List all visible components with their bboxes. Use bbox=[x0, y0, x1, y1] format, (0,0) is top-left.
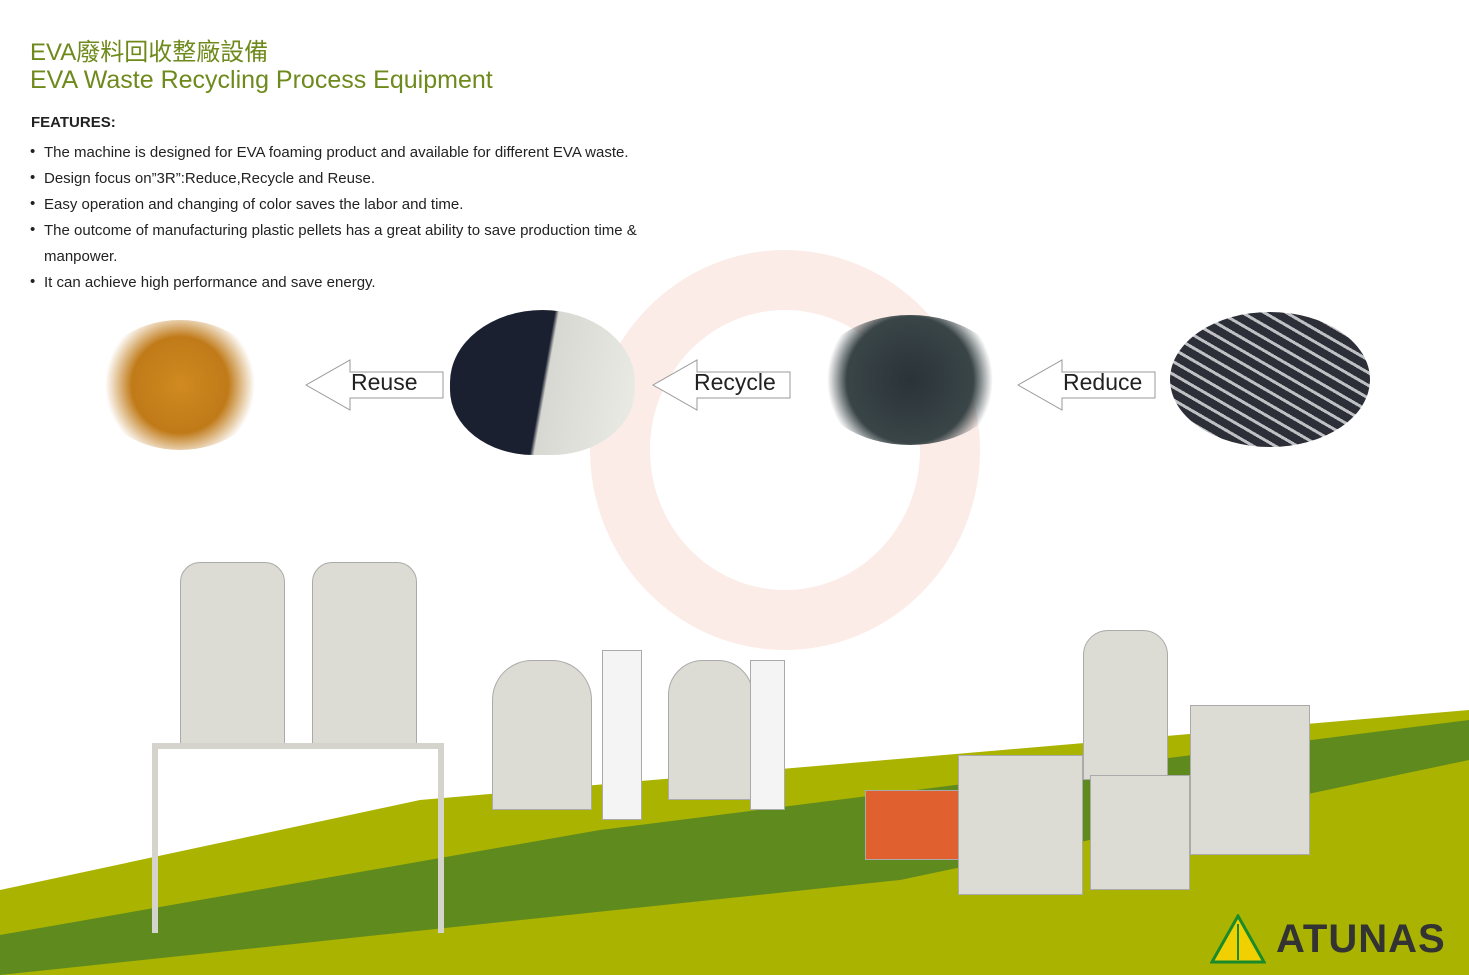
control-cabinet bbox=[958, 755, 1083, 895]
left-arrow-icon bbox=[304, 359, 444, 411]
reduce-label: Reduce bbox=[1063, 369, 1143, 395]
brand-logo: ATUNAS bbox=[1210, 914, 1446, 964]
eva-foam-product-image bbox=[95, 320, 265, 450]
crusher bbox=[1090, 775, 1190, 890]
storage-silo bbox=[312, 562, 417, 747]
cyclone-separator bbox=[668, 660, 753, 800]
silo-stand bbox=[152, 743, 444, 933]
feature-item: Design focus on”3R”:Reduce,Recycle and R… bbox=[30, 165, 690, 192]
shredded-eva-image bbox=[815, 315, 1005, 445]
cyclone-separator bbox=[492, 660, 592, 810]
reuse-arrow: Reuse bbox=[304, 359, 445, 411]
storage-silo bbox=[180, 562, 285, 747]
tree-logo-icon bbox=[1210, 914, 1266, 964]
feature-item: Easy operation and changing of color sav… bbox=[30, 191, 690, 218]
eva-waste-image bbox=[1170, 312, 1370, 447]
feature-item: It can achieve high performance and save… bbox=[30, 269, 690, 296]
brand-name: ATUNAS bbox=[1276, 916, 1446, 961]
extruder bbox=[865, 790, 960, 860]
left-arrow-icon bbox=[651, 359, 791, 411]
filter-bag bbox=[750, 660, 785, 810]
reuse-label: Reuse bbox=[351, 369, 418, 395]
left-arrow-icon bbox=[1016, 359, 1156, 411]
title-chinese: EVA廢料回收整廠設備 bbox=[30, 39, 269, 66]
recycle-label: Recycle bbox=[694, 369, 776, 395]
features-list: The machine is designed for EVA foaming … bbox=[30, 139, 690, 296]
recycle-arrow: Recycle bbox=[651, 359, 792, 411]
feeding-hopper bbox=[1083, 630, 1168, 780]
granulator bbox=[1190, 705, 1310, 855]
features-heading: FEATURES: bbox=[31, 114, 116, 131]
feature-item: The machine is designed for EVA foaming … bbox=[30, 139, 690, 166]
feature-item: The outcome of manufacturing plastic pel… bbox=[30, 217, 690, 270]
pellets-image bbox=[450, 310, 635, 455]
reduce-arrow: Reduce bbox=[1016, 359, 1157, 411]
title-english: EVA Waste Recycling Process Equipment bbox=[30, 66, 493, 94]
filter-bag bbox=[602, 650, 642, 820]
